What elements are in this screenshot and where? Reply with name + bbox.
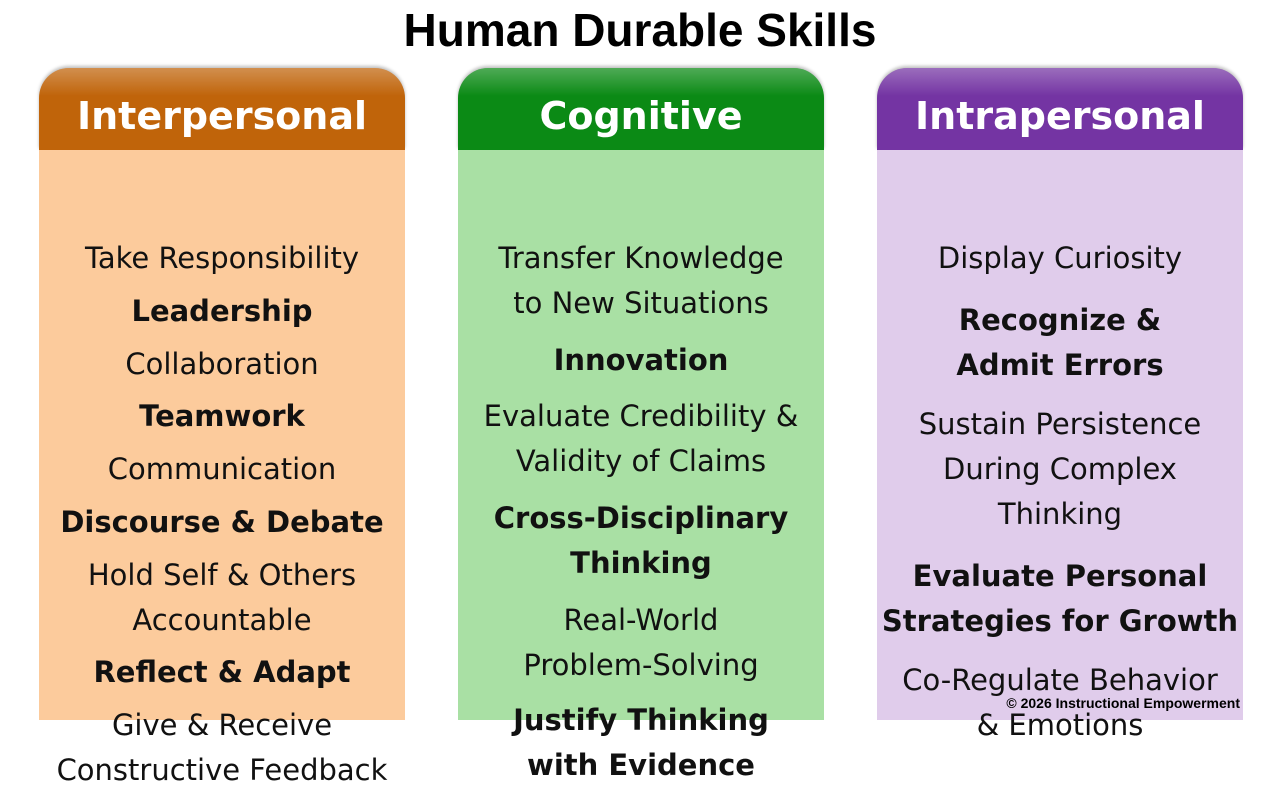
column-heading-interpersonal: Interpersonal: [39, 68, 405, 150]
skill-item: Cross-Disciplinary Thinking: [493, 501, 789, 580]
skill-item: Give & Receive Constructive Feedback: [56, 708, 388, 787]
column-heading-intrapersonal: Intrapersonal: [877, 68, 1243, 150]
column-intrapersonal: Intrapersonal Display Curiosity Recogniz…: [877, 68, 1243, 742]
skill-item: Transfer Knowledge to New Situations: [498, 241, 784, 320]
skill-item: Evaluate Personal Strategies for Growth: [881, 559, 1239, 638]
skill-item: Collaboration: [125, 347, 319, 381]
skill-item: Communication: [107, 452, 337, 486]
skill-item: Leadership: [131, 294, 313, 328]
skill-item: Innovation: [553, 343, 729, 377]
column-body-interpersonal: Take Responsibility Leadership Collabora…: [39, 150, 405, 787]
skill-item: Justify Thinking with Evidence: [513, 703, 769, 782]
skill-item: Reflect & Adapt: [93, 655, 351, 689]
skill-item: Take Responsibility: [84, 241, 360, 275]
column-body-intrapersonal: Display Curiosity Recognize & Admit Erro…: [877, 150, 1243, 742]
page-title: Human Durable Skills: [403, 4, 877, 56]
skill-item: Evaluate Credibility & Validity of Claim…: [483, 399, 799, 478]
skill-item: Discourse & Debate: [60, 505, 384, 539]
skill-item: Recognize & Admit Errors: [956, 303, 1164, 382]
skill-item: Display Curiosity: [937, 241, 1183, 275]
column-interpersonal: Interpersonal Take Responsibility Leader…: [39, 68, 405, 787]
skill-item: Hold Self & Others Accountable: [87, 558, 357, 637]
column-body-cognitive: Transfer Knowledge to New Situations Inn…: [458, 150, 824, 782]
column-heading-cognitive: Cognitive: [458, 68, 824, 150]
skill-item: Real-World Problem-Solving: [523, 603, 759, 682]
skill-item: Teamwork: [139, 399, 305, 433]
copyright-notice: © 2026 Instructional Empowerment: [1006, 695, 1240, 711]
skill-item: Sustain Persistence During Complex Think…: [918, 407, 1202, 531]
column-cognitive: Cognitive Transfer Knowledge to New Situ…: [458, 68, 824, 782]
